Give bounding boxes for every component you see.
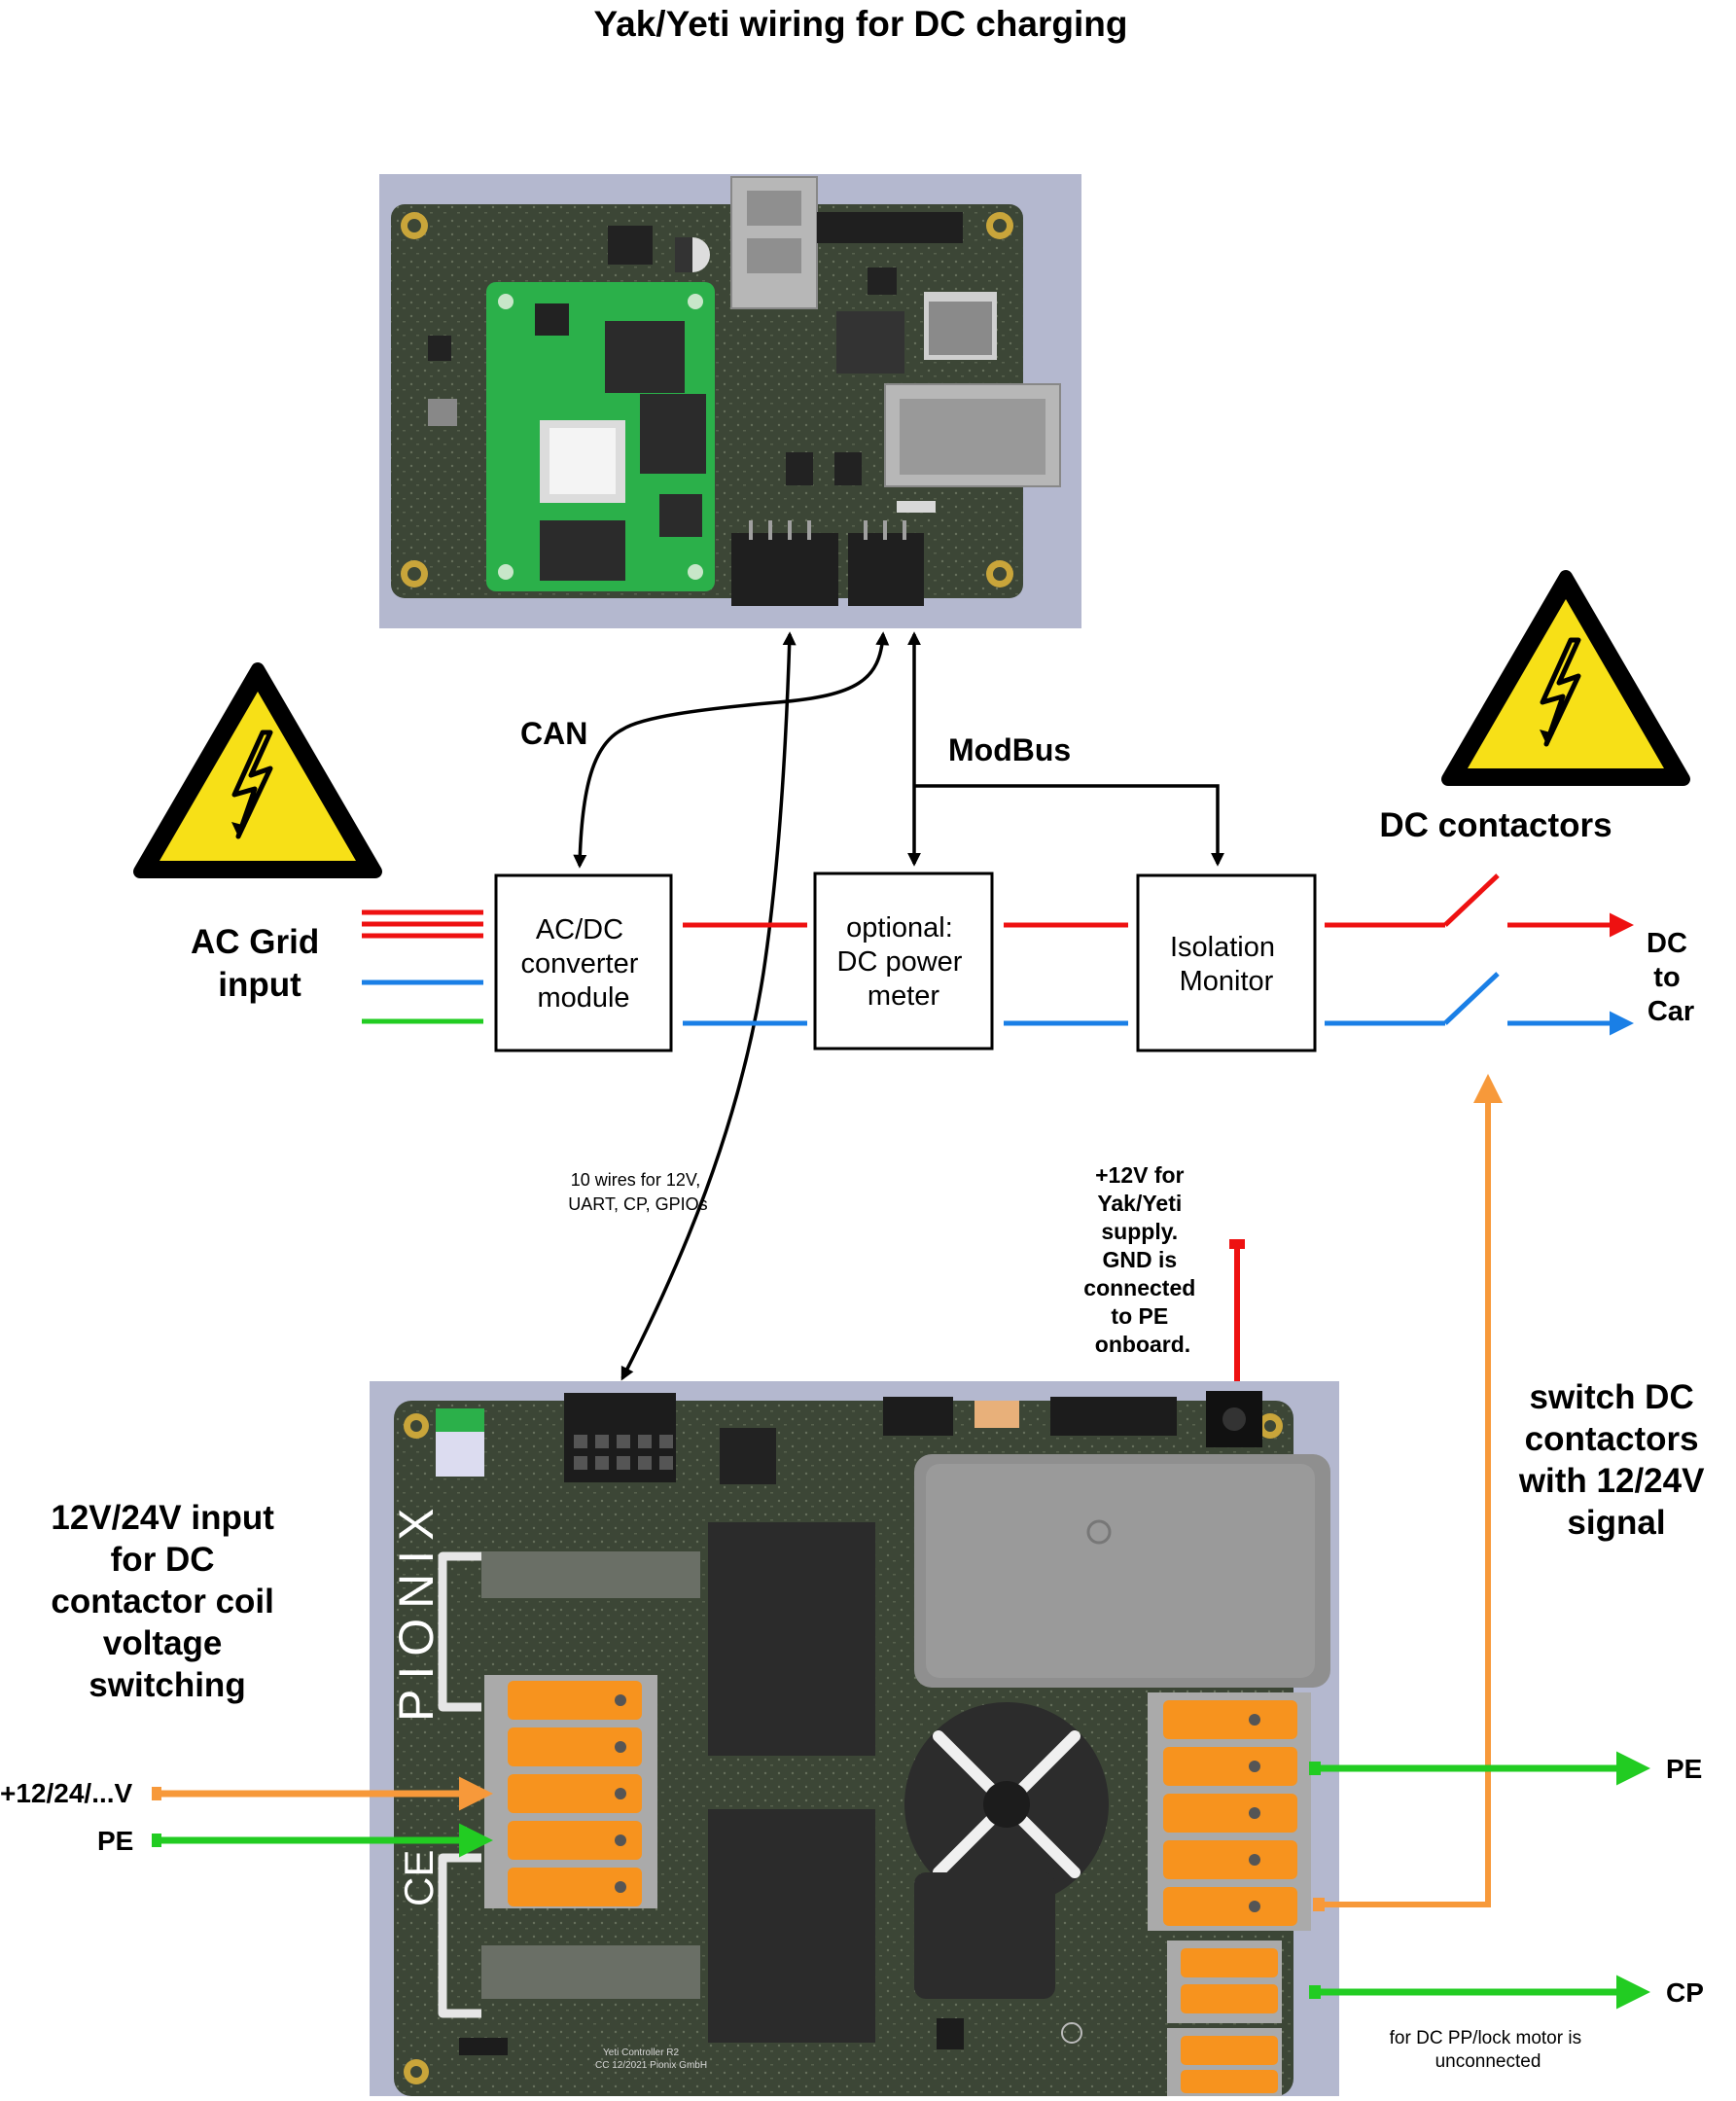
yak-board — [379, 174, 1081, 628]
relay-top — [708, 1522, 875, 1756]
warning-high-voltage-icon — [1441, 570, 1690, 786]
acdc-converter-label: AC/DC converter module — [521, 914, 647, 1014]
isolation-monitor-label: Isolation Monitor — [1170, 932, 1283, 997]
right-terminal-levers — [1163, 1700, 1297, 1926]
diagram-title: Yak/Yeti wiring for DC charging — [594, 4, 1128, 44]
ac-grid-lines — [362, 909, 483, 1024]
left-terminal-levers — [508, 1681, 642, 1906]
can-line — [573, 631, 890, 869]
yeti-caption: Yeti Controller R2 CC 12/2021 Pionix Gmb… — [595, 2048, 707, 2071]
switch-signal-label: switch DC contactors with 12/24V signal — [1518, 1378, 1714, 1542]
modbus-label: ModBus — [948, 732, 1071, 767]
can-label: CAN — [520, 716, 587, 751]
pe-left-label: PE — [97, 1826, 133, 1856]
relay-bottom — [708, 1809, 875, 2043]
wires-note: 10 wires for 12V, UART, CP, GPIOs — [568, 1170, 707, 1214]
cp-label: CP — [1666, 1977, 1704, 2008]
yeti-yak-cable — [620, 631, 797, 1381]
unconnected-note: for DC PP/lock motor is unconnected — [1390, 2028, 1587, 2072]
dc-contactors-label: DC contactors — [1379, 806, 1612, 844]
yeti-board: PIONIX CE — [370, 1381, 1339, 2096]
dc-to-car-label: DC to Car — [1647, 928, 1695, 1027]
supply-note: +12V for Yak/Yeti supply. GND is connect… — [1083, 1162, 1201, 1357]
ac-grid-label: AC Grid input — [191, 923, 329, 1004]
pe-right-label: PE — [1666, 1754, 1702, 1784]
acdc-converter-box — [494, 873, 673, 1052]
warning-high-voltage-icon — [133, 662, 382, 878]
contactor-signal-wire — [1319, 1074, 1503, 1907]
isolation-monitor-box — [1136, 873, 1317, 1052]
dc-power-meter-box — [813, 872, 994, 1050]
pionix-logo: PIONIX — [389, 1499, 443, 1722]
ce-mark: CE — [396, 1850, 442, 1906]
dc-power-meter-label: optional: DC power meter — [837, 912, 971, 1012]
plus-voltage-label: +12/24/...V — [0, 1778, 133, 1808]
coil-input-label: 12V/24V input for DC contactor coil volt… — [51, 1499, 283, 1704]
dc-contactor-switches — [1325, 873, 1634, 1036]
